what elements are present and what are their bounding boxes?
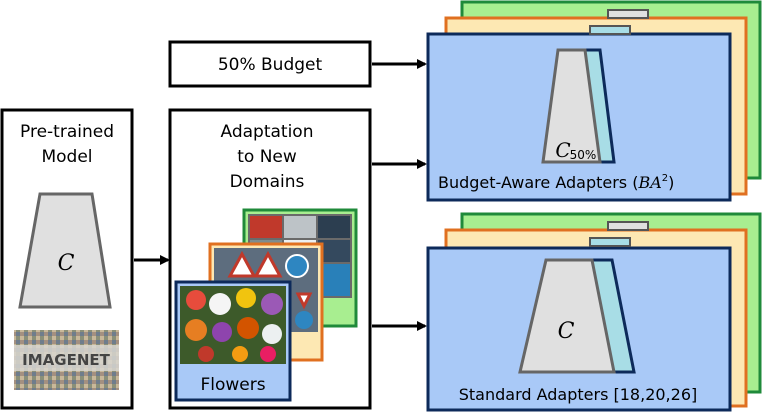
standard-adapters-label: Standard Adapters [18,20,26] <box>459 385 698 404</box>
domain-card-flowers-label: Flowers <box>200 375 265 395</box>
adaptation-title-line3: Domains <box>230 172 305 192</box>
budget-network-subscript: 50% <box>570 148 597 162</box>
pretrained-title-line1: Pre-trained <box>20 122 114 142</box>
trapezoid-network-icon <box>18 192 112 309</box>
adaptation-title-line1: Adaptation <box>221 122 314 142</box>
trapezoid-network-icon <box>518 258 616 374</box>
budget-aware-label: Budget-Aware Adapters (BA2) <box>438 173 674 192</box>
standard-adapters-stack: C Standard Adapters [18,20,26] <box>426 212 762 412</box>
adaptation-box: Adaptation to New Domains <box>168 108 372 410</box>
budget-aware-stack: C 50% Budget-Aware Adapters (BA2) <box>426 0 762 202</box>
imagenet-logo-text: IMAGENET <box>22 351 110 369</box>
pretrained-title-line2: Model <box>41 147 92 167</box>
trapezoid-network-icon <box>541 48 602 164</box>
budget-box: 50% Budget <box>168 40 372 88</box>
imagenet-logo: IMAGENET <box>14 330 119 390</box>
standard-network-symbol: C <box>558 319 575 344</box>
adaptation-title-line2: to New <box>237 147 297 167</box>
pretrained-network-symbol: C <box>58 251 75 276</box>
domain-card-flowers[interactable]: Flowers <box>174 280 292 402</box>
pretrained-model-box: Pre-trained Model C IMAGENET <box>0 108 134 410</box>
budget-label: 50% Budget <box>218 55 323 75</box>
budget-network-symbol: C <box>555 138 570 162</box>
